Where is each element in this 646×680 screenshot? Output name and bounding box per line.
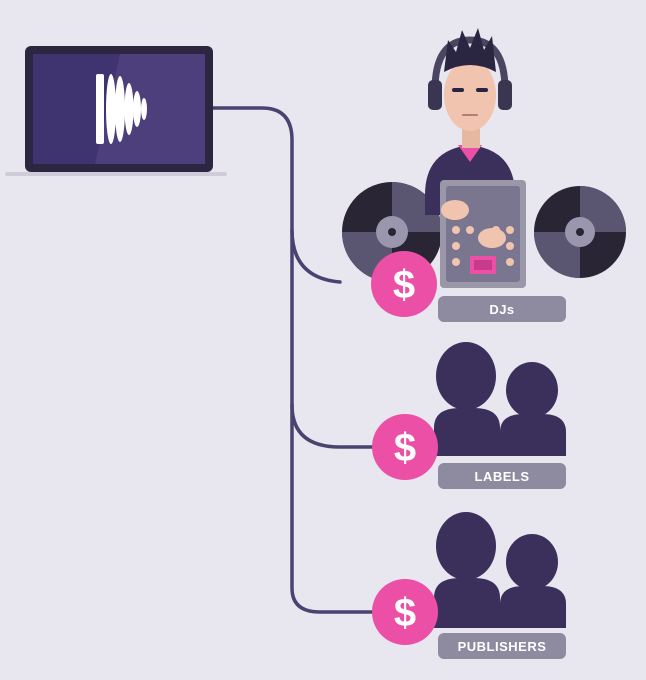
dj-with-turntables-icon	[342, 28, 626, 288]
connector-to-djs	[290, 228, 342, 284]
laptop-icon	[5, 46, 227, 176]
labels-label: LABELS	[475, 469, 530, 484]
publishers-people-icon	[434, 512, 566, 628]
labels-dollar-icon: $	[372, 414, 438, 480]
labels-label-pill: LABELS	[438, 463, 566, 489]
connector-trunk	[210, 106, 382, 614]
waveform-logo-icon	[96, 74, 147, 144]
djs-label-pill: DJs	[438, 296, 566, 322]
publishers-label-pill: PUBLISHERS	[438, 633, 566, 659]
labels-people-icon	[434, 342, 566, 456]
publishers-dollar-icon: $	[372, 579, 438, 645]
svg-text:$: $	[394, 426, 416, 470]
svg-text:$: $	[393, 263, 415, 307]
connector-to-labels	[290, 403, 382, 449]
svg-text:$: $	[394, 591, 416, 635]
publishers-label: PUBLISHERS	[458, 639, 547, 654]
right-turntable-icon	[534, 186, 626, 278]
connector-lines	[210, 106, 382, 614]
djs-dollar-icon: $	[371, 251, 437, 317]
djs-label: DJs	[489, 302, 514, 317]
